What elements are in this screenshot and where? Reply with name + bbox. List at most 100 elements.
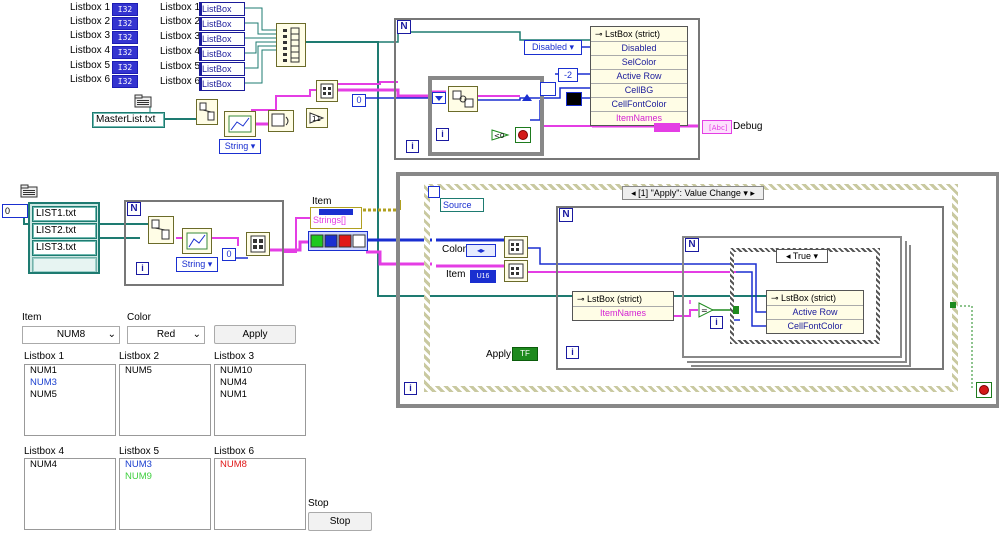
file-list-item-3: LIST3.txt [32, 240, 97, 256]
color-dropdown[interactable]: Red⌄ [127, 326, 205, 344]
stop-button[interactable]: Stop [308, 512, 372, 531]
file-list-item-1: LIST1.txt [32, 206, 97, 222]
color-array-constant[interactable] [308, 231, 368, 251]
file-loop-n-icon: N [127, 202, 141, 216]
index-array-node-top[interactable] [316, 80, 338, 102]
listbox-4[interactable]: NUM4 [24, 458, 116, 530]
listbox-ref-6[interactable]: ListBox [199, 77, 245, 91]
top-for-loop[interactable] [394, 18, 700, 160]
item-dropdown[interactable]: NUM8⌄ [22, 326, 120, 344]
prop-cellfontcolor-inner: CellFontColor [767, 319, 863, 333]
less-than-zero-node[interactable]: <0 [490, 128, 512, 142]
equal-node[interactable]: = [698, 302, 715, 318]
listbox-ref-1[interactable]: ListBox [199, 2, 245, 16]
selcolor-box[interactable] [540, 82, 556, 96]
listbox-5[interactable]: NUM3 NUM9 [119, 458, 211, 530]
listbox6-label: Listbox 6 [214, 446, 255, 457]
property-node-title: ⊸ LstBox (strict) [771, 293, 837, 303]
folder-icon [134, 94, 152, 108]
apply-button[interactable]: Apply [214, 325, 296, 344]
index-array-node-bottom[interactable] [246, 232, 270, 256]
outer-while-loop[interactable] [396, 172, 999, 408]
color-local-label: Color [442, 244, 466, 255]
listbox-1[interactable]: NUM1 NUM3 NUM5 [24, 364, 116, 436]
index-color-node[interactable] [504, 236, 528, 258]
zero-constant-bottom[interactable]: 0 [222, 248, 236, 261]
listbox-6[interactable]: NUM8 [214, 458, 306, 530]
string-type-dropdown-bottom[interactable]: String ▾ [176, 257, 218, 272]
i32-terminal-5[interactable]: I32 [112, 61, 138, 74]
property-node-top[interactable]: ⊸ LstBox (strict) Disabled SelColor Acti… [590, 26, 688, 126]
nested-for-loop[interactable] [682, 236, 902, 358]
file-list-array[interactable]: LIST1.txt LIST2.txt LIST3.txt [28, 202, 100, 274]
i32-terminal-6[interactable]: I32 [112, 75, 138, 88]
property-node-itemnames[interactable]: ⊸ LstBox (strict) ItemNames [572, 291, 674, 321]
event-case-selector[interactable]: ◂ [1] "Apply": Value Change ▾ ▸ [622, 186, 764, 200]
index-item-node[interactable] [504, 260, 528, 282]
item-cluster-terminal[interactable]: Strings[] [310, 207, 362, 229]
cellbg-color-box[interactable] [566, 92, 582, 106]
item-control-label: Item [22, 312, 42, 323]
string-type-dropdown[interactable]: String ▾ [219, 139, 261, 154]
disabled-enum[interactable]: Disabled ▾ [524, 40, 582, 55]
disabled-enum-text: Disabled [531, 42, 567, 52]
inner-while-loop[interactable] [428, 76, 544, 156]
list-item[interactable]: NUM3 [125, 459, 152, 470]
list-item[interactable]: NUM9 [125, 471, 152, 482]
prop-cellfontcolor: CellFontColor [591, 97, 687, 111]
u16-terminal[interactable]: U16 [470, 270, 496, 283]
list-item[interactable]: NUM8 [220, 459, 247, 470]
search-array-node[interactable] [448, 86, 478, 112]
i32-terminal-1[interactable]: I32 [112, 3, 138, 16]
master-list-path[interactable]: MasterList.txt [92, 112, 165, 128]
i32-terminal-2[interactable]: I32 [112, 17, 138, 30]
spreadsheet-string-node-bottom[interactable] [182, 228, 212, 254]
neg2-constant[interactable]: -2 [558, 68, 578, 82]
i32-terminal-4[interactable]: I32 [112, 46, 138, 59]
listbox-ref-5[interactable]: ListBox [199, 62, 245, 76]
list-item[interactable]: NUM4 [30, 459, 57, 470]
listbox-3[interactable]: NUM10 NUM4 NUM1 [214, 364, 306, 436]
chevron-down-icon: ▾ [250, 141, 256, 151]
prop-active-row-inner: Active Row [767, 305, 863, 319]
list-item[interactable]: NUM1 [220, 389, 247, 400]
ref2-label: Listbox 2 [160, 16, 201, 27]
list-item[interactable]: NUM3 [30, 377, 57, 388]
file-list-index[interactable]: 0 [2, 204, 28, 218]
list-item[interactable]: NUM10 [220, 365, 253, 376]
list-item[interactable]: NUM4 [220, 377, 247, 388]
debug-indicator[interactable]: [Abc] [702, 120, 732, 134]
case-selector[interactable]: ◂ True ▾ [776, 249, 828, 263]
list-item[interactable]: NUM5 [125, 365, 152, 376]
listbox-2[interactable]: NUM5 [119, 364, 211, 436]
read-file-node[interactable] [196, 99, 218, 125]
read-file-node-bottom[interactable] [148, 216, 174, 244]
string-type-text: String [224, 141, 249, 151]
list-item[interactable]: NUM1 [30, 365, 57, 376]
property-node-title-text: LstBox (strict) [605, 29, 661, 39]
property-node-title: ⊸ LstBox (strict) [595, 29, 661, 39]
array-size-node[interactable]: 11 [306, 108, 328, 128]
zero-constant-top[interactable]: 0 [352, 94, 366, 107]
svg-text:11: 11 [312, 115, 321, 123]
list-item[interactable]: NUM5 [30, 389, 57, 400]
listbox-for-loop[interactable] [556, 206, 944, 370]
event-source-node[interactable]: Source [440, 198, 484, 212]
build-array-node[interactable] [276, 23, 306, 67]
listbox-ref-3[interactable]: ListBox [199, 32, 245, 46]
listbox-ref-2[interactable]: ListBox [199, 17, 245, 31]
listbox-loop-i-icon: i [566, 346, 579, 359]
color-ring-terminal[interactable]: ◂▸ [466, 244, 496, 257]
build-array-icon [283, 27, 300, 63]
spreadsheet-string-node[interactable] [224, 111, 256, 137]
file-for-loop[interactable] [124, 200, 284, 286]
prop-cellbg: CellBG [591, 83, 687, 97]
apply-boolean-terminal[interactable]: TF [512, 347, 538, 361]
item-label: Item [312, 196, 332, 207]
transpose-icon [271, 113, 289, 127]
listbox5-label: Listbox 5 [119, 446, 160, 457]
property-node-inner2[interactable]: ⊸ LstBox (strict) Active Row CellFontCol… [766, 290, 864, 334]
transpose-node[interactable] [268, 110, 294, 132]
i32-terminal-3[interactable]: I32 [112, 31, 138, 44]
listbox-ref-4[interactable]: ListBox [199, 47, 245, 61]
